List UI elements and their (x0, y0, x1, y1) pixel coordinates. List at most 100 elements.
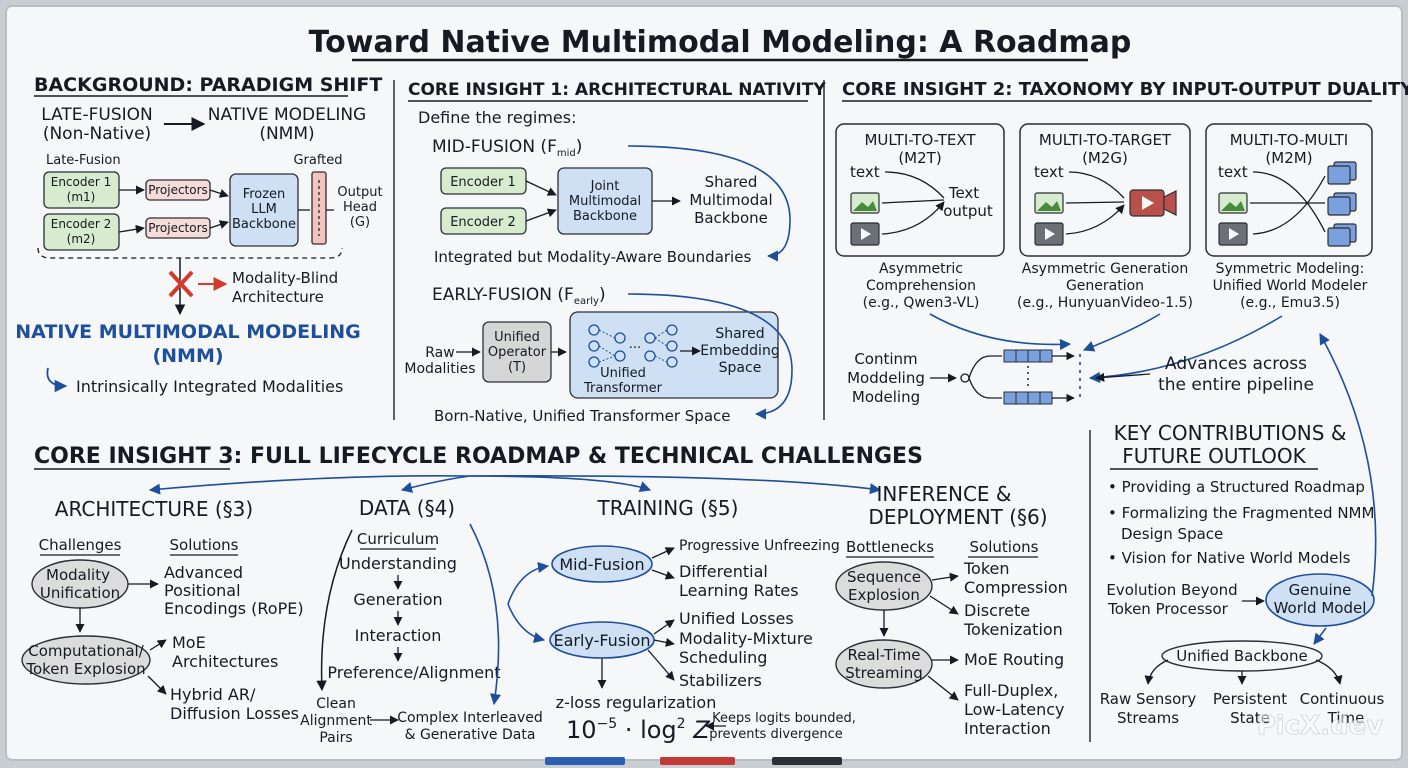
m2t-text-input: text (850, 163, 880, 181)
evolution-label: Evolution Beyond (1106, 581, 1237, 599)
bullet-2: • Formalizing the Fragmented NMM (1108, 504, 1374, 522)
continuous-time-label: Continuous (1300, 690, 1385, 708)
curriculum-step-4: Preference/Alignment (327, 663, 500, 682)
svg-text:Unification: Unification (40, 584, 120, 602)
marker-black (772, 757, 842, 765)
multi-output-stack-icon (1327, 161, 1357, 247)
shared-backbone-label: Shared (705, 173, 758, 191)
clean-pairs-label: Clean (316, 696, 356, 712)
watermark: PicX.dev (1257, 711, 1384, 741)
unified-backbone-label: Unified Backbone (1176, 647, 1307, 665)
raw-modalities-label: Raw (425, 345, 454, 361)
svg-text:Architectures: Architectures (172, 652, 278, 671)
bullet-2-cont: Design Space (1121, 525, 1223, 543)
m2m-title: MULTI-TO-MULTI (1230, 131, 1348, 149)
mid-encoder1-label: Encoder 1 (450, 175, 516, 190)
curriculum-step-1: Understanding (339, 554, 457, 573)
joint-backbone-label: Joint (590, 179, 620, 194)
text-output-label: Text (948, 184, 979, 202)
genuine-world-model-label: Genuine (1289, 581, 1352, 599)
sequence-explosion-label: Sequence (847, 568, 921, 586)
pipeline-branch (968, 355, 991, 399)
svg-text:(M2G): (M2G) (1082, 149, 1128, 167)
native-modeling-label: NATIVE MODELING (208, 105, 366, 125)
mid-encoder2-label: Encoder 2 (450, 215, 516, 230)
svg-text:(G): (G) (350, 215, 370, 230)
advances-label: Advances across (1165, 354, 1307, 374)
svg-text:LLM: LLM (251, 202, 277, 217)
background-section: BACKGROUND: PARADIGM SHIFT LATE-FUSION (… (15, 74, 382, 396)
contributions-heading: KEY CONTRIBUTIONS & (1114, 421, 1347, 445)
nmm-title: NATIVE MULTIMODAL MODELING (15, 321, 361, 343)
token-explosion-label: Computational/ (28, 642, 144, 660)
m2t-caption: Asymmetric (879, 261, 963, 277)
insight3-heading: CORE INSIGHT 3: FULL LIFECYCLE ROADMAP &… (34, 444, 923, 469)
svg-text:···: ··· (629, 341, 641, 356)
svg-text:prevents divergence: prevents divergence (709, 727, 843, 742)
arch-solutions-header: Solutions (170, 536, 239, 554)
token-sequence-top (1003, 349, 1053, 363)
training-column: TRAINING (§5) Mid-Fusion Early-Fusion Pr… (507, 496, 856, 744)
svg-text:Token Explosion: Token Explosion (25, 660, 145, 678)
integrated-label: Integrated but Modality-Aware Boundaries (434, 248, 751, 266)
svg-text:Time: Time (1327, 709, 1365, 727)
m2t-title: MULTI-TO-TEXT (864, 131, 976, 149)
background-heading: BACKGROUND: PARADIGM SHIFT (34, 74, 382, 96)
svg-text:(M2M): (M2M) (1265, 149, 1312, 167)
curriculum-header: Curriculum (357, 530, 439, 548)
m2g-title: MULTI-TO-TARGET (1039, 131, 1172, 149)
m2m-panel (1205, 123, 1373, 257)
svg-text:output: output (943, 202, 993, 220)
define-regimes-label: Define the regimes: (418, 108, 576, 127)
svg-text:Backbone: Backbone (573, 209, 637, 224)
zloss-label: z-loss regularization (556, 693, 717, 712)
unified-transformer-label: Unified (600, 366, 646, 381)
svg-text:(M2T): (M2T) (898, 149, 941, 167)
bullet-3: • Vision for Native World Models (1108, 549, 1351, 567)
grafted-caption: Grafted (293, 153, 342, 168)
svg-text:Multimodal: Multimodal (689, 191, 772, 209)
encoder2-label: Encoder 2 (51, 217, 112, 231)
late-fusion-caption: Late-Fusion (46, 153, 121, 168)
architecture-title: ARCHITECTURE (§3) (55, 497, 253, 521)
m2g-text-input: text (1034, 163, 1064, 181)
svg-text:Streams: Streams (1117, 709, 1179, 727)
modality-unification-label: Modality (46, 566, 110, 584)
modality-mixture-label: Modality-Mixture (679, 629, 813, 648)
grafted-head-bar (311, 171, 327, 245)
svg-text:Token Processor: Token Processor (1107, 600, 1229, 618)
hybrid-losses-label: Hybrid AR/ (170, 685, 256, 704)
differential-lr-label: Differential (679, 562, 768, 581)
svg-text:(T): (T) (508, 360, 526, 375)
svg-text:Transformer: Transformer (583, 381, 663, 396)
unified-losses-label: Unified Losses (679, 609, 794, 628)
svg-text:Moddeling: Moddeling (847, 369, 925, 387)
modality-blind-label: Modality-Blind (232, 269, 338, 287)
shared-embedding-label: Shared (715, 326, 764, 342)
svg-text:Head: Head (343, 200, 377, 215)
rope-solution-label: Advanced (164, 563, 243, 582)
svg-text:Unified World Modeler: Unified World Modeler (1213, 278, 1368, 294)
early-fusion-node-label: Early-Fusion (553, 631, 650, 650)
mid-fusion-node-label: Mid-Fusion (559, 555, 644, 574)
token-compression-label: Token (963, 559, 1010, 578)
contributions-section: KEY CONTRIBUTIONS & FUTURE OUTLOOK • Pro… (1100, 333, 1385, 741)
red-x-icon (168, 270, 194, 298)
svg-text:Backbone: Backbone (232, 217, 296, 232)
full-duplex-label: Full-Duplex, (964, 681, 1058, 700)
token-explosion-node (21, 635, 151, 685)
svg-text:Modalities: Modalities (404, 361, 475, 377)
real-time-streaming-node (835, 639, 933, 689)
svg-text:Space: Space (719, 360, 762, 376)
moe-routing-label: MoE Routing (964, 650, 1064, 669)
outlook-heading: FUTURE OUTLOOK (1122, 444, 1306, 468)
svg-text:Multimodal: Multimodal (569, 194, 641, 209)
mid-fusion-label: MID-FUSION (Fmid) (432, 137, 582, 159)
token-sequence-bottom (1003, 391, 1053, 405)
nmm-subtitle: (NMM) (152, 345, 223, 367)
training-title: TRAINING (§5) (597, 496, 739, 520)
inference-column: INFERENCE & DEPLOYMENT (§6) Bottlenecks … (835, 482, 1068, 738)
raw-sensory-label: Raw Sensory (1100, 690, 1197, 708)
svg-text:Low-Latency: Low-Latency (964, 700, 1065, 719)
